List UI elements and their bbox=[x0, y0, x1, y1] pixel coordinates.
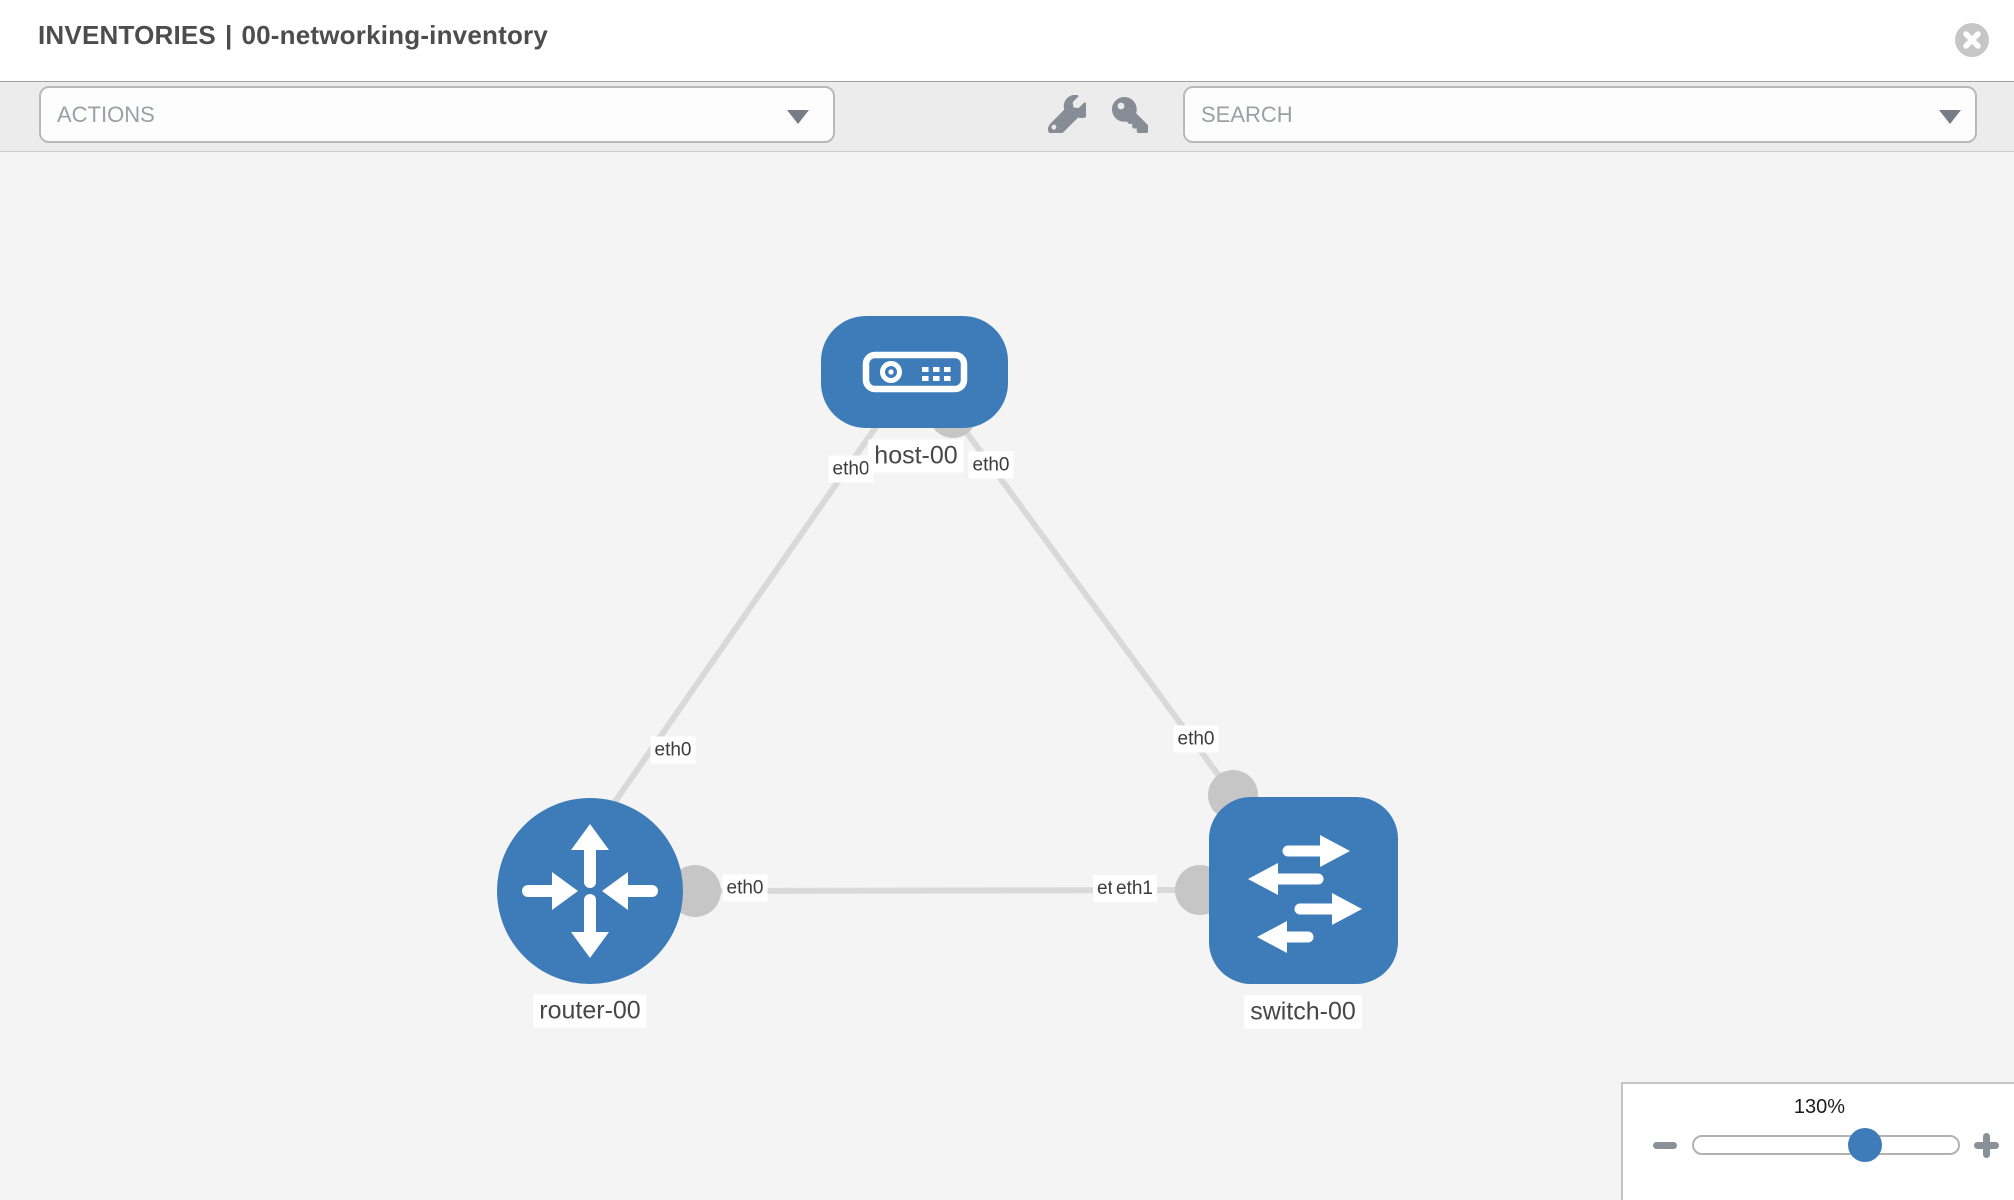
switch-icon bbox=[1248, 835, 1362, 953]
zoom-slider-track[interactable] bbox=[1692, 1135, 1960, 1155]
node-label-router: router-00 bbox=[533, 994, 647, 1028]
close-icon bbox=[1955, 23, 1989, 57]
node-label-host: host-00 bbox=[868, 439, 964, 473]
breadcrumb-separator: | bbox=[224, 19, 233, 50]
interface-label: eth0 bbox=[722, 874, 768, 902]
page-title: INVENTORIES | 00-networking-inventory bbox=[38, 0, 548, 70]
topology-canvas[interactable]: eth0 host-00 eth0 eth0 eth0 eth0 eth0 et… bbox=[0, 152, 2014, 1200]
close-button[interactable] bbox=[1955, 23, 1989, 57]
breadcrumb-section: INVENTORIES bbox=[38, 19, 216, 50]
interface-label: eth0 bbox=[828, 455, 874, 483]
actions-dropdown-label: ACTIONS bbox=[57, 101, 155, 127]
wrench-icon bbox=[1047, 94, 1093, 137]
key-icon bbox=[1112, 97, 1148, 133]
chevron-down-icon bbox=[787, 110, 809, 124]
credentials-button[interactable] bbox=[1112, 97, 1150, 135]
node-router-00[interactable] bbox=[497, 798, 683, 984]
actions-dropdown[interactable]: ACTIONS bbox=[39, 86, 835, 143]
zoom-percentage: 130% bbox=[1793, 1096, 1846, 1118]
inventory-name: 00-networking-inventory bbox=[241, 19, 549, 50]
zoom-out-button[interactable] bbox=[1653, 1142, 1677, 1149]
search-dropdown[interactable]: SEARCH bbox=[1183, 86, 1977, 143]
node-label-switch: switch-00 bbox=[1244, 995, 1362, 1029]
node-switch-00[interactable] bbox=[1209, 797, 1398, 984]
header: INVENTORIES | 00-networking-inventory bbox=[0, 0, 2014, 81]
plus-icon bbox=[1983, 1133, 1990, 1158]
search-dropdown-label: SEARCH bbox=[1201, 101, 1293, 127]
interface-label: eth1 bbox=[1112, 875, 1157, 902]
interface-label: eth0 bbox=[1173, 725, 1219, 753]
router-icon bbox=[522, 824, 658, 958]
host-icon bbox=[862, 351, 968, 393]
toolbar: ACTIONS SEARCH bbox=[0, 81, 2014, 152]
chevron-down-icon bbox=[1939, 110, 1961, 124]
configure-button[interactable] bbox=[1047, 94, 1093, 137]
topology-graph bbox=[497, 316, 1398, 984]
zoom-slider-thumb[interactable] bbox=[1848, 1128, 1882, 1162]
links bbox=[609, 412, 1236, 894]
interface-label: eth0 bbox=[968, 451, 1014, 479]
zoom-panel: 130% bbox=[1621, 1082, 2014, 1200]
node-host-00[interactable] bbox=[821, 316, 1008, 428]
zoom-in-button[interactable] bbox=[1974, 1133, 1999, 1158]
interface-label: eth0 bbox=[650, 736, 696, 764]
